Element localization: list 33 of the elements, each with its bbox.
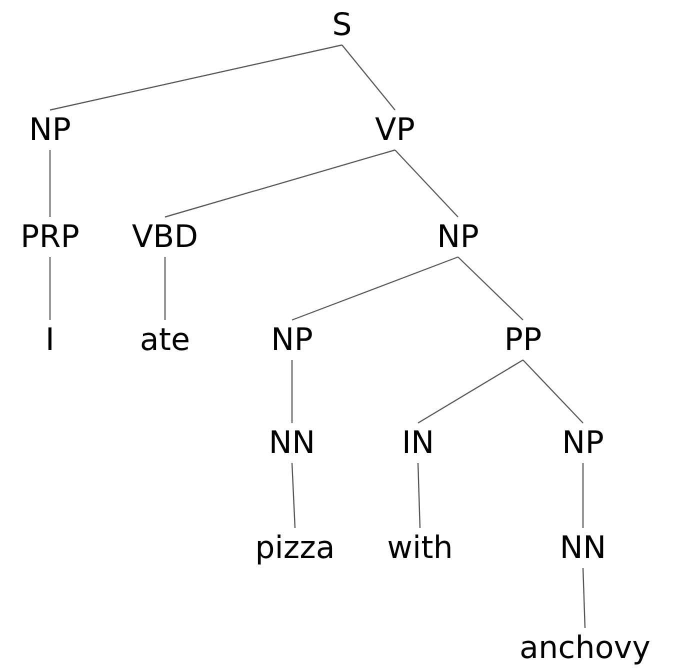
tree-branch bbox=[291, 462, 296, 528]
tree-branch bbox=[418, 359, 524, 424]
tree-branch bbox=[582, 463, 584, 528]
tree-branch bbox=[522, 360, 584, 424]
tree-label: anchovy bbox=[520, 631, 650, 665]
tree-label: VP bbox=[375, 113, 415, 147]
tree-label: with bbox=[387, 531, 453, 565]
tree-branch bbox=[394, 150, 458, 218]
tree-label: PP bbox=[504, 323, 542, 357]
tree-label: I bbox=[45, 323, 55, 357]
tree-label: NP bbox=[562, 426, 604, 460]
tree-branch bbox=[417, 462, 421, 528]
tree-label: NN bbox=[560, 531, 606, 565]
tree-branch bbox=[50, 44, 342, 111]
tree-branch bbox=[49, 257, 51, 320]
tree-branch bbox=[342, 44, 396, 110]
tree-branch bbox=[49, 150, 51, 217]
tree-label: pizza bbox=[255, 531, 335, 565]
tree-label: NP bbox=[437, 220, 479, 254]
tree-branch bbox=[292, 256, 458, 321]
tree-branch bbox=[164, 257, 166, 320]
tree-label: NP bbox=[271, 323, 313, 357]
tree-label: NN bbox=[268, 426, 316, 460]
tree-label: S bbox=[332, 8, 352, 42]
tree-branch bbox=[458, 256, 524, 320]
tree-label: ate bbox=[140, 323, 190, 357]
tree-branch bbox=[164, 149, 396, 218]
tree-branch bbox=[291, 360, 293, 423]
tree-branch bbox=[582, 568, 586, 628]
tree-label: NP bbox=[29, 113, 71, 147]
tree-label: IN bbox=[402, 426, 434, 460]
tree-label: VBD bbox=[132, 220, 198, 254]
tree-label: PRP bbox=[20, 220, 80, 254]
